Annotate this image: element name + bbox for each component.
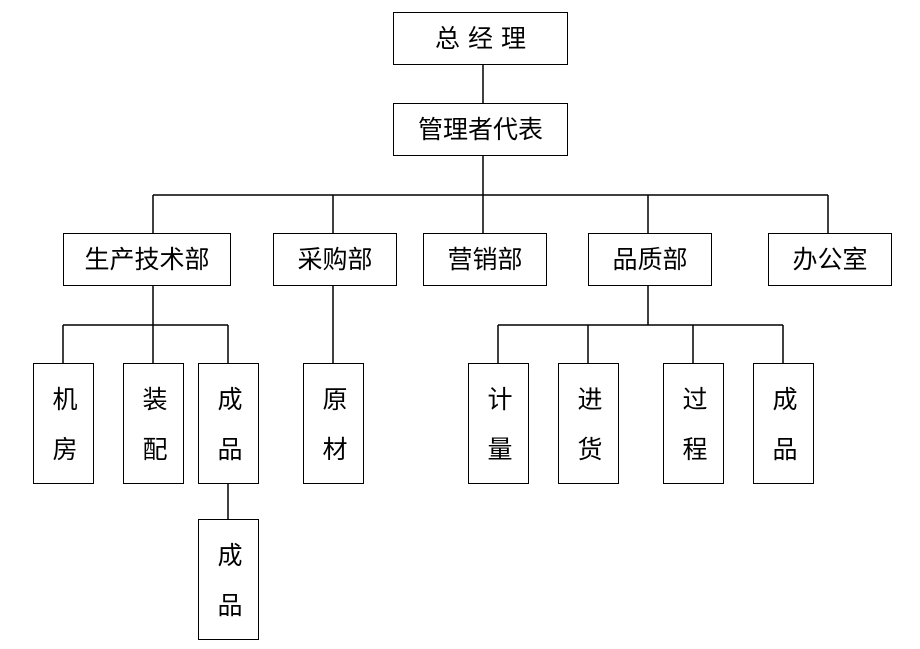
node-raw-materials: 原材: [303, 363, 364, 486]
node-office-label: 办公室: [792, 245, 868, 274]
node-process-inspection: 过程: [663, 363, 724, 486]
node-finished-goods: 成品: [198, 363, 259, 486]
node-quality-finished-goods: 成品: [753, 363, 814, 486]
node-finished-goods-sub: 成品: [198, 519, 259, 642]
node-raw-materials-label: 原材: [319, 386, 348, 486]
node-metrology-label: 计量: [484, 386, 513, 486]
node-production-tech-dept: 生产技术部: [63, 233, 231, 286]
node-finished-goods-sub-label: 成品: [214, 542, 243, 642]
node-machine-room: 机房: [33, 363, 94, 486]
node-finished-goods-label: 成品: [214, 386, 243, 486]
node-sales-dept-label: 营销部: [447, 245, 523, 274]
node-assembly: 装配: [123, 363, 184, 486]
node-process-inspection-label: 过程: [679, 386, 708, 486]
node-purchasing-dept: 采购部: [273, 233, 397, 286]
node-general-manager: 总 经 理: [393, 12, 568, 65]
node-management-rep: 管理者代表: [393, 103, 568, 156]
node-machine-room-label: 机房: [49, 386, 78, 486]
node-incoming-inspection-label: 进货: [574, 386, 603, 486]
node-assembly-label: 装配: [139, 386, 168, 486]
node-purchasing-dept-label: 采购部: [297, 245, 373, 274]
node-quality-dept-label: 品质部: [612, 245, 688, 274]
node-management-rep-label: 管理者代表: [417, 115, 543, 144]
node-sales-dept: 营销部: [423, 233, 547, 286]
node-general-manager-label: 总 经 理: [435, 24, 526, 53]
node-production-tech-dept-label: 生产技术部: [84, 245, 210, 274]
node-incoming-inspection: 进货: [558, 363, 619, 486]
node-quality-dept: 品质部: [588, 233, 712, 286]
node-office: 办公室: [768, 233, 892, 286]
node-quality-finished-goods-label: 成品: [769, 386, 798, 486]
node-metrology: 计量: [468, 363, 529, 486]
